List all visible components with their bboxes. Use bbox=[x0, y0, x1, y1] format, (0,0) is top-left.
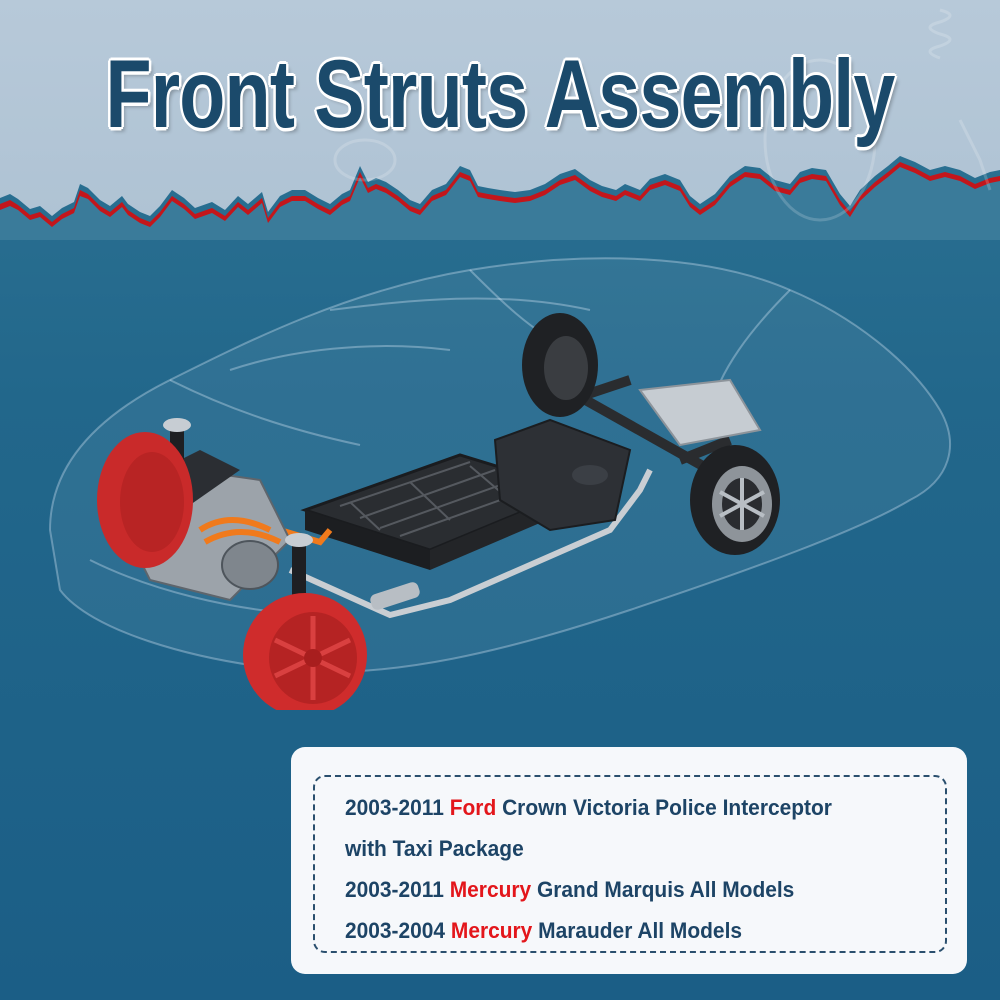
rear-right-wheel bbox=[690, 445, 780, 555]
fitment-card: 2003-2011 Ford Crown Victoria Police Int… bbox=[291, 747, 967, 974]
fitment-line: 2003-2011 Mercury Grand Marquis All Mode… bbox=[345, 869, 903, 910]
fitment-years: 2003-2011 bbox=[345, 795, 444, 820]
fuel-tank bbox=[493, 418, 632, 532]
car-chassis-illustration bbox=[48, 257, 951, 710]
fitment-years: 2003-2004 bbox=[345, 918, 446, 943]
fitment-brand: Mercury bbox=[450, 918, 533, 943]
fitment-model: Marauder All Models bbox=[538, 918, 743, 943]
front-strut-right bbox=[285, 533, 313, 600]
fitment-model: Grand Marquis All Models bbox=[536, 877, 795, 902]
fitment-years: 2003-2011 bbox=[345, 877, 444, 902]
header-band bbox=[0, 0, 1000, 240]
front-right-wheel-highlighted bbox=[243, 593, 367, 710]
page-title: Front Struts Assembly bbox=[105, 41, 895, 149]
fitment-line: 2003-2004 Mercury Marauder All Models bbox=[345, 910, 903, 951]
muffler bbox=[638, 378, 762, 447]
fitment-model: Crown Victoria Police Interceptor bbox=[502, 795, 832, 820]
fitment-model: with Taxi Package bbox=[345, 836, 524, 861]
fitment-brand: Mercury bbox=[449, 877, 532, 902]
fitment-brand: Ford bbox=[449, 795, 497, 820]
fitment-line: 2003-2011 Ford Crown Victoria Police Int… bbox=[345, 787, 903, 828]
front-left-wheel-highlighted bbox=[97, 432, 193, 568]
rear-left-wheel bbox=[522, 313, 598, 417]
fitment-dashed-box: 2003-2011 Ford Crown Victoria Police Int… bbox=[313, 775, 947, 953]
fitment-line: with Taxi Package bbox=[345, 828, 903, 869]
